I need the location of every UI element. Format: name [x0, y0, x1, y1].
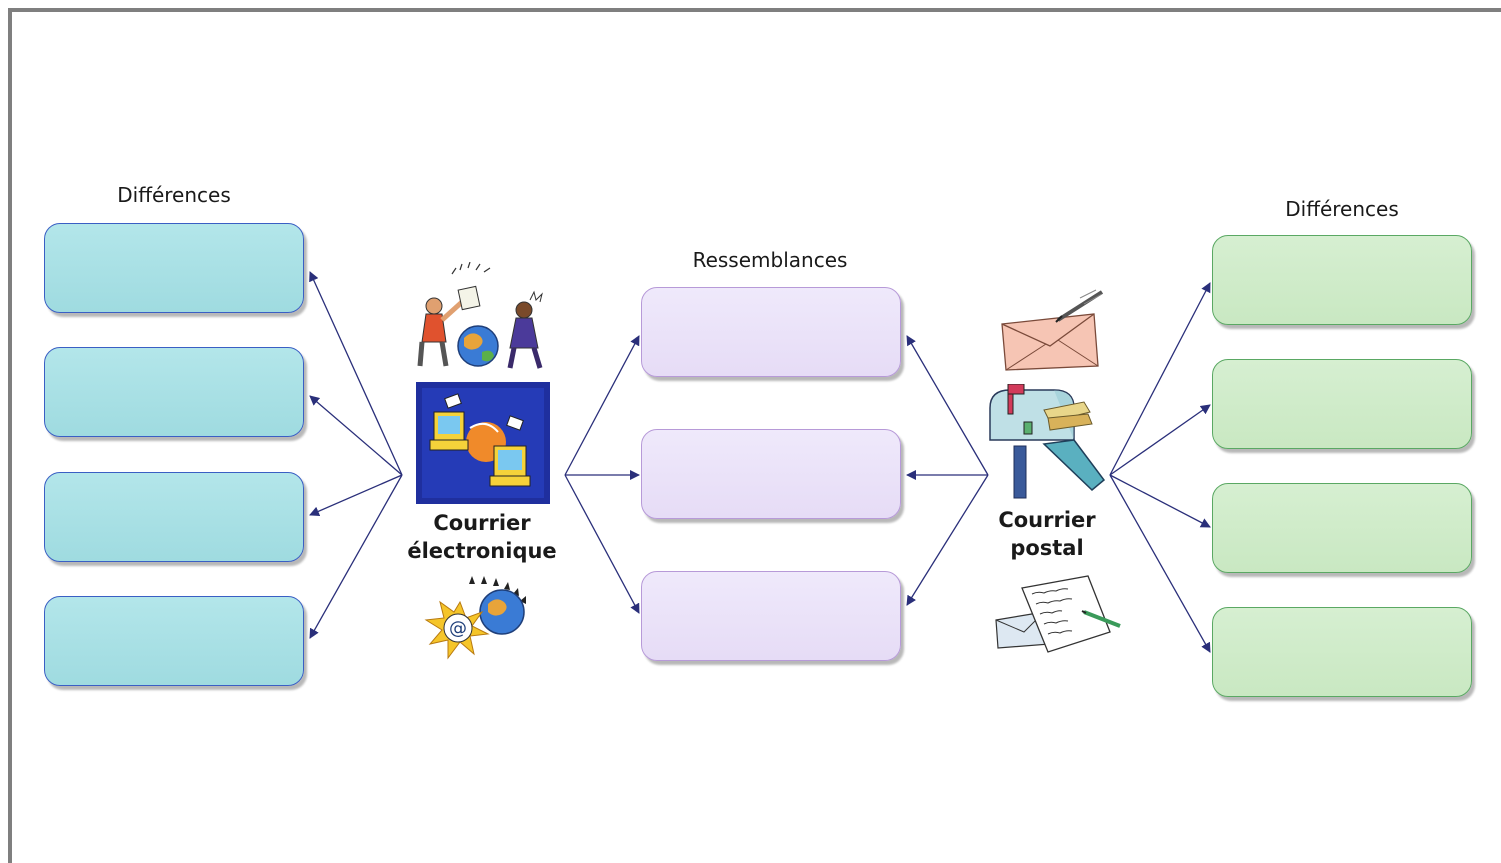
- similarities-heading: Ressemblances: [692, 248, 848, 272]
- arrow-postal-to-right-4: [1109, 474, 1211, 653]
- similarity-box-3[interactable]: [641, 571, 901, 661]
- similarity-box-1[interactable]: [641, 287, 901, 377]
- arrow-postal-to-right-3: [1109, 474, 1211, 528]
- email-globe-icon: @: [424, 576, 526, 660]
- people-globe-icon: [417, 262, 543, 369]
- left-difference-box-2[interactable]: [44, 347, 304, 437]
- arrow-email-to-left-3: [309, 474, 403, 516]
- page-frame: [8, 8, 1501, 863]
- arrow-email-to-left-4: [309, 474, 403, 639]
- arrow-postal-to-mid-1: [906, 335, 989, 476]
- arrow-email-to-mid-3: [564, 474, 640, 614]
- postal-label-line2: postal: [1010, 536, 1084, 560]
- handwritten-letter-icon: [995, 575, 1121, 653]
- postal-label-line1: Courrier: [998, 508, 1096, 532]
- email-label: Courrier électronique: [407, 509, 556, 565]
- mailbox-icon: [989, 384, 1106, 499]
- envelope-pen-icon: [1001, 289, 1104, 371]
- left-difference-box-4[interactable]: [44, 596, 304, 686]
- email-label-line1: Courrier: [433, 511, 531, 535]
- arrow-postal-to-right-1: [1109, 282, 1211, 476]
- right-difference-box-4[interactable]: [1212, 607, 1472, 697]
- svg-text:@: @: [449, 618, 467, 639]
- similarity-box-2[interactable]: [641, 429, 901, 519]
- arrow-postal-to-mid-3: [906, 474, 989, 606]
- postal-label: Courrier postal: [998, 506, 1095, 562]
- left-difference-box-3[interactable]: [44, 472, 304, 562]
- right-difference-box-2[interactable]: [1212, 359, 1472, 449]
- computers-mail-icon: [416, 382, 550, 504]
- arrow-email-to-left-2: [309, 395, 403, 476]
- left-differences-heading: Différences: [117, 183, 231, 207]
- right-difference-box-1[interactable]: [1212, 235, 1472, 325]
- email-label-line2: électronique: [407, 539, 557, 563]
- left-difference-box-1[interactable]: [44, 223, 304, 313]
- arrow-email-to-left-1: [309, 271, 403, 476]
- arrow-postal-to-right-2: [1109, 404, 1211, 476]
- right-difference-box-3[interactable]: [1212, 483, 1472, 573]
- right-differences-heading: Différences: [1285, 197, 1399, 221]
- arrow-email-to-mid-1: [564, 335, 640, 476]
